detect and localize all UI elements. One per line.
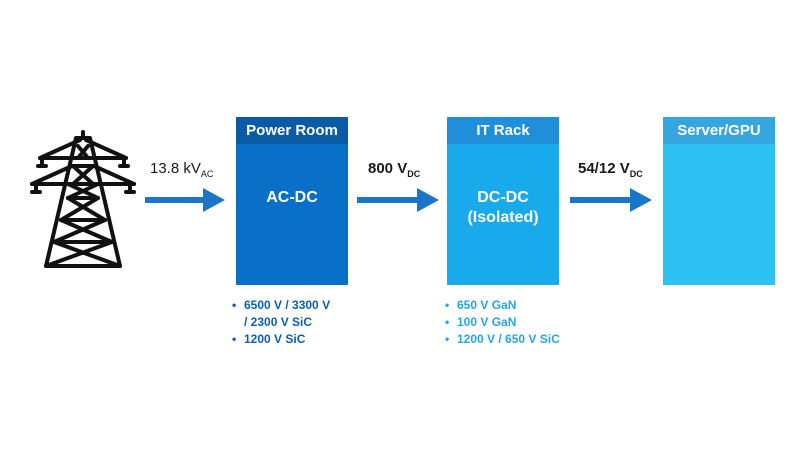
input-voltage-value: 13.8 kV [150, 160, 201, 177]
list-item: •650 V GaN [445, 298, 517, 312]
dc-bus-voltage-value: 800 V [368, 160, 408, 177]
it-rack-device-list: •650 V GaN •100 V GaN •1200 V / 650 V Si… [445, 297, 605, 348]
server-gpu-header: Server/GPU [663, 117, 775, 144]
power-room-block: Power Room AC-DC [236, 117, 348, 285]
power-room-body: AC-DC [236, 144, 348, 285]
it-rack-function: DC-DC [477, 189, 529, 206]
list-item: •100 V GaN [445, 315, 517, 329]
list-item: / 2300 V SiC [244, 315, 313, 329]
arrow-icon [357, 188, 439, 212]
server-gpu-body [663, 144, 775, 285]
bullet: • [445, 298, 450, 312]
power-room-function: AC-DC [266, 189, 318, 206]
power-room-device-list: •6500 V / 3300 V / 2300 V SiC •1200 V Si… [232, 297, 372, 348]
list-item: •6500 V / 3300 V [232, 298, 331, 312]
bullet: • [445, 315, 450, 329]
bullet: • [445, 332, 450, 346]
transmission-tower-icon [30, 130, 136, 268]
it-rack-function-note: (Isolated) [467, 209, 539, 226]
rack-output-voltage-subscript: DC [629, 169, 643, 179]
list-item: •1200 V / 650 V SiC [445, 332, 560, 346]
server-gpu-block: Server/GPU [663, 117, 775, 285]
dc-bus-voltage-label: 800 VDC [368, 160, 421, 179]
input-voltage-label: 13.8 kVAC [150, 160, 214, 179]
bullet: • [232, 332, 237, 346]
dc-bus-voltage-subscript: DC [407, 169, 421, 179]
it-rack-body: DC-DC (Isolated) [447, 144, 559, 285]
it-rack-block: IT Rack DC-DC (Isolated) [447, 117, 559, 285]
arrow-icon [570, 188, 652, 212]
rack-output-voltage-label: 54/12 VDC [578, 160, 643, 179]
rack-output-voltage-value: 54/12 V [578, 160, 630, 177]
it-rack-header: IT Rack [447, 117, 559, 144]
arrow-icon [145, 188, 225, 212]
bullet: • [232, 298, 237, 312]
list-item: •1200 V SiC [232, 332, 306, 346]
input-voltage-subscript: AC [200, 169, 214, 179]
power-room-header: Power Room [236, 117, 348, 144]
